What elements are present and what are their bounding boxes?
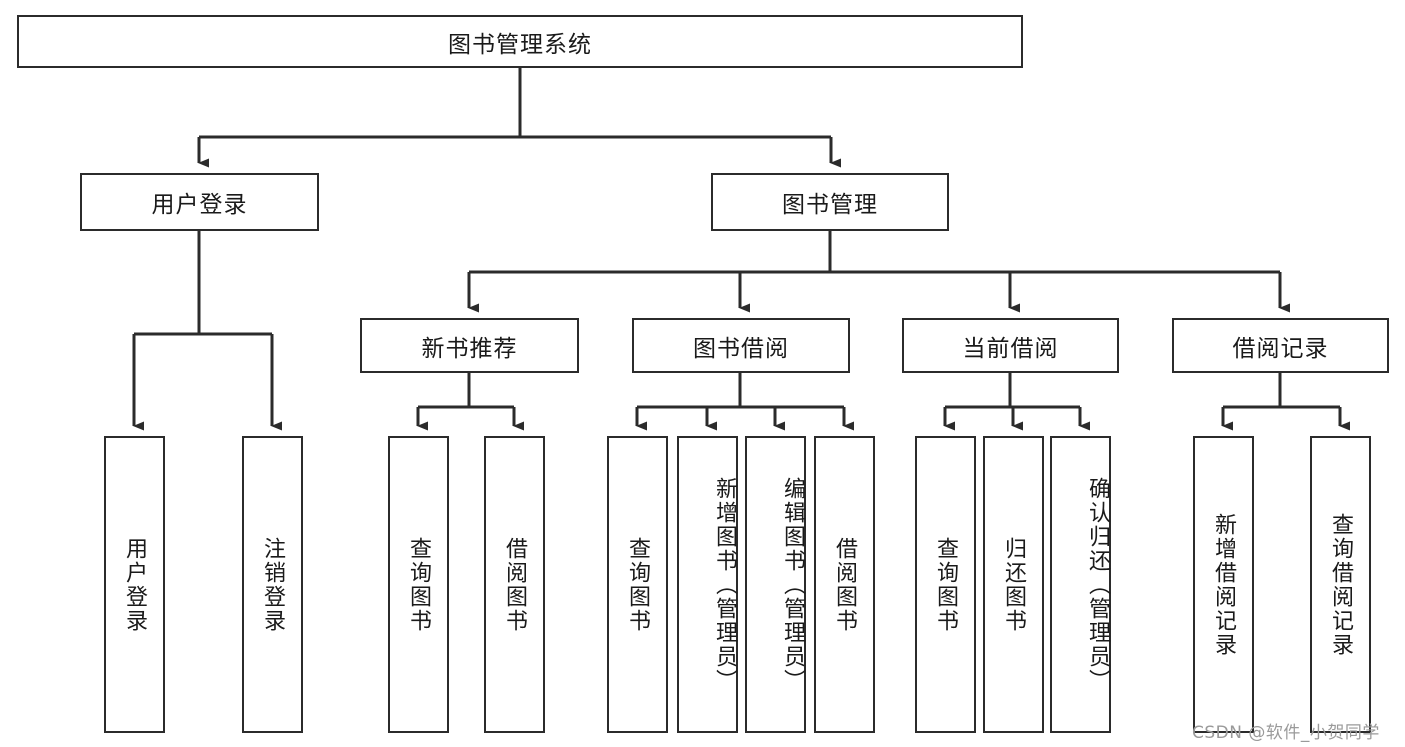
node-label: 编辑图书（管理员） — [780, 476, 805, 693]
node-leaf-logout[interactable]: 注销登录 — [242, 436, 303, 733]
node-label: 借阅图书 — [502, 536, 528, 633]
node-label: 借阅图书 — [832, 536, 858, 633]
node-label: 确认归还（管理员） — [1085, 476, 1110, 693]
watermark: CSDN @软件_小贺同学 — [1192, 723, 1380, 743]
node-label: 查询借阅记录 — [1328, 512, 1354, 657]
node-label: 归还图书 — [1001, 536, 1027, 633]
node-leaf-user-login[interactable]: 用户登录 — [104, 436, 165, 733]
node-leaf-confirm-return-admin[interactable]: 确认归还（管理员） — [1050, 436, 1111, 733]
node-leaf-edit-book-admin[interactable]: 编辑图书（管理员） — [745, 436, 806, 733]
node-book-management[interactable]: 图书管理 — [711, 173, 949, 231]
node-label: 查询图书 — [933, 536, 959, 633]
node-leaf-add-book-admin[interactable]: 新增图书（管理员） — [677, 436, 738, 733]
node-label: 借阅记录 — [1232, 335, 1329, 362]
node-leaf-return-book[interactable]: 归还图书 — [983, 436, 1044, 733]
node-system-root[interactable]: 图书管理系统 — [17, 15, 1023, 68]
node-book-borrow[interactable]: 图书借阅 — [632, 318, 850, 373]
node-leaf-query-book-current[interactable]: 查询图书 — [915, 436, 976, 733]
node-label: 新增图书（管理员） — [712, 476, 737, 693]
node-label: 用户登录 — [122, 536, 148, 633]
node-leaf-add-borrow-record[interactable]: 新增借阅记录 — [1193, 436, 1254, 733]
node-borrow-record[interactable]: 借阅记录 — [1172, 318, 1389, 373]
node-label: 图书管理 — [782, 192, 878, 218]
node-label: 查询图书 — [406, 536, 432, 633]
node-label: 新增借阅记录 — [1211, 512, 1237, 657]
node-label: 图书管理系统 — [448, 31, 592, 58]
node-leaf-query-book-borrow[interactable]: 查询图书 — [607, 436, 668, 733]
node-label: 查询图书 — [625, 536, 651, 633]
node-user-login[interactable]: 用户登录 — [80, 173, 319, 231]
node-label: 当前借阅 — [962, 335, 1059, 362]
node-leaf-query-book-rec[interactable]: 查询图书 — [388, 436, 449, 733]
node-new-book-recommendation[interactable]: 新书推荐 — [360, 318, 579, 373]
node-current-borrow[interactable]: 当前借阅 — [902, 318, 1119, 373]
node-leaf-borrow-book-rec[interactable]: 借阅图书 — [484, 436, 545, 733]
node-leaf-query-borrow-record[interactable]: 查询借阅记录 — [1310, 436, 1371, 733]
node-leaf-borrow-book[interactable]: 借阅图书 — [814, 436, 875, 733]
node-label: 图书借阅 — [693, 335, 789, 362]
node-label: 注销登录 — [260, 536, 286, 633]
node-label: 新书推荐 — [421, 335, 518, 362]
node-label: 用户登录 — [151, 192, 248, 218]
